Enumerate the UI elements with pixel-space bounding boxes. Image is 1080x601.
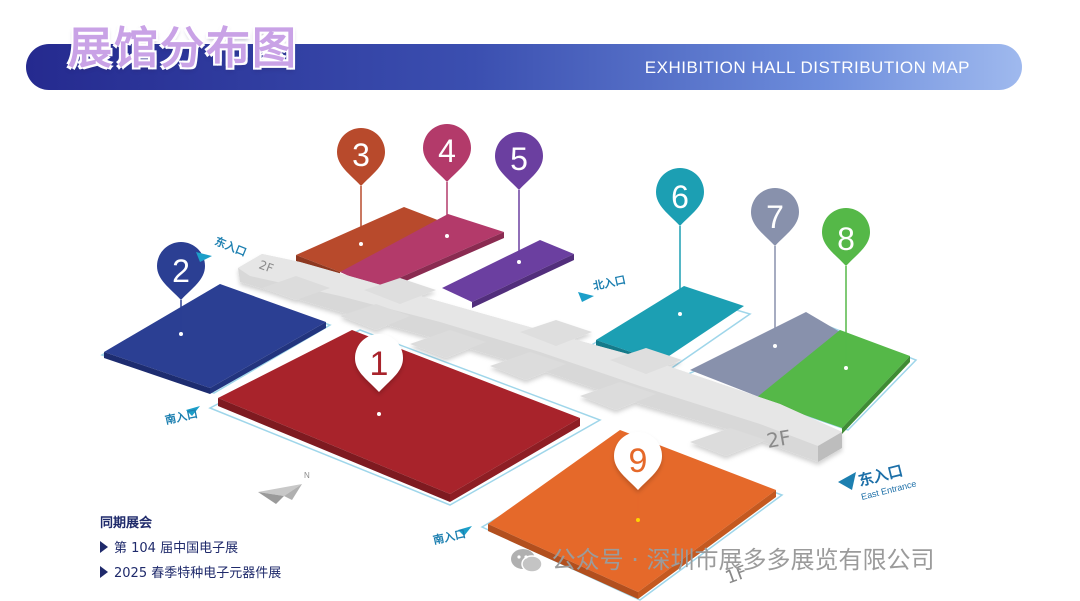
entrance-north: 北入口 [578,272,627,302]
legend-item-text: 第 104 届中国电子展 [114,541,239,556]
title-banner [26,44,1022,90]
hall-9[interactable] [488,430,776,599]
pin-9[interactable]: 9 [614,432,662,490]
corridor-label-upper: 2F [257,258,276,276]
entrance-east-main: 东入口 East Entrance [838,462,917,502]
hall-2[interactable] [104,284,326,394]
legend-heading: 同期展会 [100,516,153,531]
pin-9-label: 9 [629,442,648,480]
triangle-bullet-icon [100,540,108,553]
entrance-north-label: 北入口 [592,272,627,293]
entrance-south-bottom: 南入口 [432,526,472,547]
entrance-south-left: 南入口 [164,406,200,427]
watermark: 公众号 · 深圳市展多多展览有限公司 [510,540,935,575]
hall-5[interactable] [442,240,574,308]
pin-dots [179,234,848,522]
hall-8[interactable] [756,330,910,434]
compass-label: N [304,471,310,480]
hall-1[interactable] [218,330,580,502]
pin-5-label: 5 [510,141,528,177]
pin-leaders [180,182,847,520]
entrance-east-top: 东入口 [196,234,249,262]
pin-2-label: 2 [172,253,190,289]
hall-4[interactable] [340,214,504,294]
page-title: 展馆分布图 [68,23,298,74]
triangle-bullet-icon [100,565,108,578]
compass-icon: N [258,471,310,504]
legend-item: 第 104 届中国电子展 [100,537,281,556]
pin-5[interactable]: 5 [495,132,543,190]
entrance-south-bottom-label: 南入口 [432,526,467,547]
pin-7[interactable]: 7 [751,188,799,246]
pin-6-label: 6 [671,179,689,215]
pin-1[interactable]: 1 [355,334,403,392]
pin-3-label: 3 [352,137,370,173]
legend-item-text: 2025 春季特种电子元器件展 [114,566,282,581]
hall-7[interactable] [690,312,840,402]
page-subtitle: EXHIBITION HALL DISTRIBUTION MAP [644,58,970,77]
pin-4-label: 4 [438,133,456,169]
legend-item: 2025 春季特种电子元器件展 [100,562,281,581]
concurrent-exhibitions: 同期展会 第 104 届中国电子展 2025 春季特种电子元器件展 [100,512,281,587]
pin-2[interactable]: 2 [157,242,205,300]
corridor-label-lower: 2F [765,425,793,453]
watermark-text: 公众号 · 深圳市展多多展览有限公司 [551,546,935,574]
pin-8-label: 8 [837,221,855,257]
pin-6[interactable]: 6 [656,168,704,226]
pin-7-label: 7 [766,199,784,235]
pin-4[interactable]: 4 [423,124,471,182]
wechat-icon [511,549,543,573]
entrance-east-top-label: 东入口 [213,234,249,259]
corridor-2f [238,254,842,462]
pin-1-label: 1 [370,345,389,383]
pin-8[interactable]: 8 [822,208,870,266]
pin-3[interactable]: 3 [337,128,385,186]
entrance-south-left-label: 南入口 [164,406,199,427]
